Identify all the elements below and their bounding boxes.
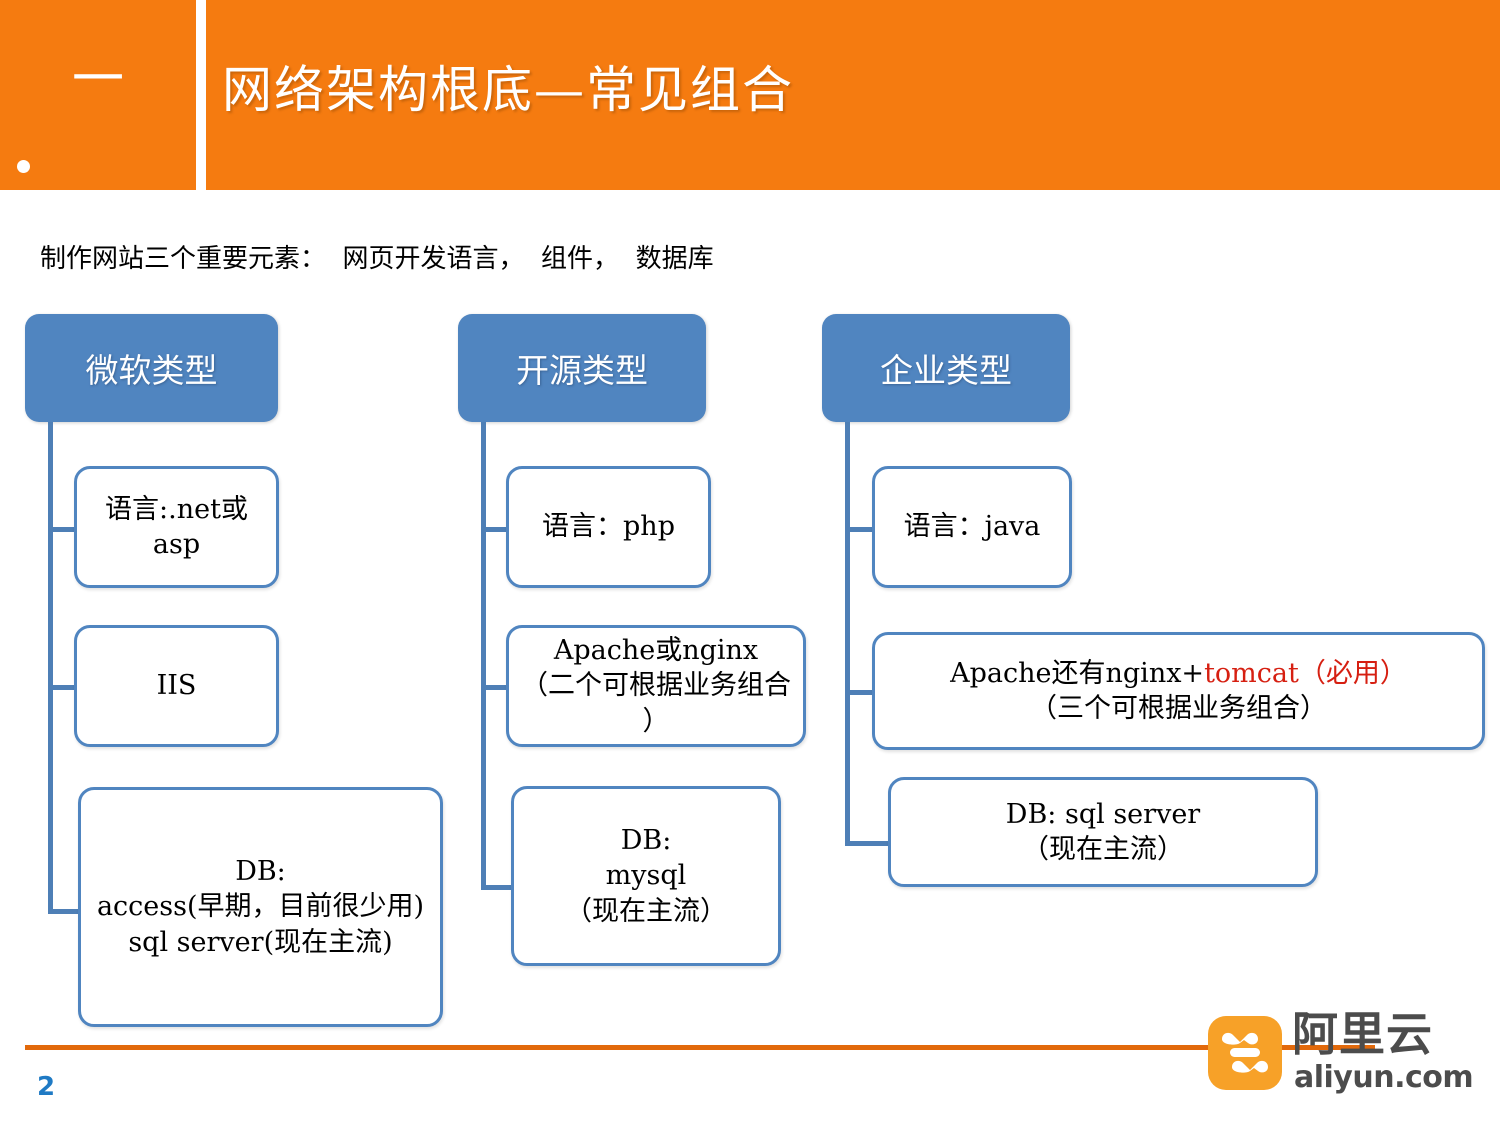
aliyun-cloud-icon — [1208, 1016, 1282, 1090]
node-col3-language[interactable]: 语言：java — [872, 466, 1072, 588]
header-bullet-dot — [17, 160, 30, 173]
node-col3-webserver[interactable]: Apache还有nginx+tomcat（必用） （三个可根据业务组合） — [872, 632, 1485, 750]
node-col2-language[interactable]: 语言：php — [506, 466, 711, 588]
connector-branch-col1-2 — [48, 685, 80, 690]
connector-branch-col2-1 — [481, 527, 513, 532]
connector-branch-col1-1 — [48, 527, 80, 532]
column-head-enterprise[interactable]: 企业类型 — [822, 314, 1070, 422]
aliyun-logo-en: aliyun.com — [1294, 1060, 1474, 1095]
column-head-label: 企业类型 — [880, 351, 1012, 390]
connector-trunk-col2 — [481, 422, 486, 890]
node-col3-database[interactable]: DB: sql server （现在主流） — [888, 777, 1318, 887]
node-col3-webserver-highlight: tomcat（必用） — [1204, 657, 1407, 689]
page-title: 网络架构根底—常见组合 — [222, 61, 794, 119]
connector-branch-col3-3 — [845, 841, 891, 846]
connector-branch-col1-3 — [48, 909, 88, 914]
section-number: 一 — [71, 50, 124, 110]
connector-branch-col2-2 — [481, 685, 513, 690]
node-col3-webserver-plain2: （三个可根据业务组合） — [1029, 693, 1327, 724]
connector-branch-col3-1 — [845, 527, 877, 532]
column-head-label: 微软类型 — [85, 351, 218, 390]
subtitle-text: 制作网站三个重要元素： 网页开发语言， 组件， 数据库 — [40, 244, 714, 274]
node-col1-server[interactable]: IIS — [74, 625, 279, 747]
page-number: 2 — [37, 1072, 56, 1102]
connector-trunk-col3 — [845, 422, 850, 846]
node-col1-database[interactable]: DB: access(早期，目前很少用) sql server(现在主流) — [78, 787, 443, 1027]
footer-divider — [25, 1045, 1375, 1050]
aliyun-logo-cn: 阿里云 — [1292, 1007, 1433, 1061]
cloud-glyph — [1222, 1032, 1268, 1073]
aliyun-logo: 阿里云 aliyun.com — [1208, 1007, 1493, 1095]
header-left-block — [0, 0, 196, 190]
column-head-label: 开源类型 — [516, 351, 648, 390]
connector-trunk-col1 — [48, 422, 53, 914]
header-right-block — [206, 0, 1500, 190]
node-col1-language[interactable]: 语言:.net或 asp — [74, 466, 279, 588]
column-head-opensource[interactable]: 开源类型 — [458, 314, 706, 422]
node-col3-webserver-plain1: Apache还有nginx+ — [950, 657, 1205, 689]
connector-branch-col2-3 — [481, 885, 519, 890]
connector-branch-col3-2 — [845, 690, 877, 695]
node-col2-webserver[interactable]: Apache或nginx （二个可根据业务组合 ） — [506, 625, 806, 747]
column-head-microsoft[interactable]: 微软类型 — [25, 314, 278, 422]
node-col2-database[interactable]: DB: mysql （现在主流） — [511, 786, 781, 966]
